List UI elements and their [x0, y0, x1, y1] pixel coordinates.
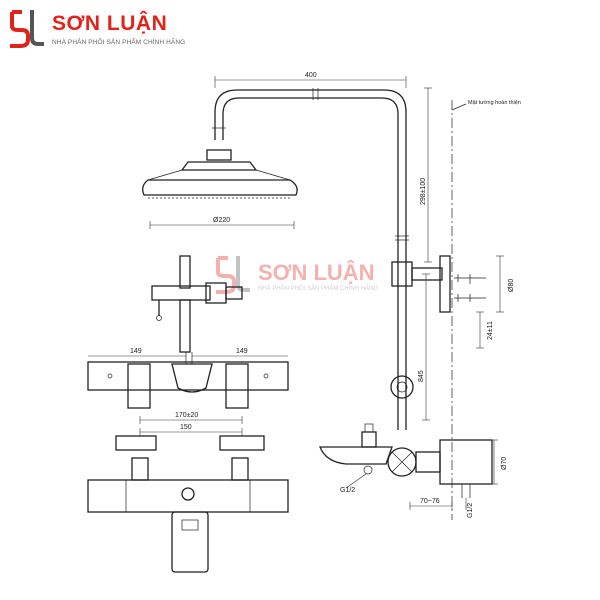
dim-diameter-80: Ø80 — [508, 279, 515, 292]
watermark-tagline: NHÀ PHÂN PHỐI SẢN PHẨM CHÍNH HÃNG — [258, 286, 379, 292]
watermark-brand-text: SƠN LUẬN — [258, 260, 375, 285]
dim-149-right: 149 — [236, 348, 248, 355]
diverter-knob — [390, 375, 414, 399]
dim-lines-right — [149, 76, 504, 510]
wall-finish-label: Mặt tường hoàn thiện — [468, 100, 521, 106]
dim-845: 845 — [418, 370, 425, 382]
mixer-body — [387, 439, 493, 498]
dim-298: 298±100 — [420, 178, 427, 205]
dim-diameter-220: Ø220 — [213, 217, 230, 224]
dim-70-76: 70~76 — [420, 498, 440, 505]
dim-24: 24±11 — [487, 321, 494, 340]
dim-170: 170±20 — [175, 412, 198, 419]
dim-400: 400 — [305, 72, 317, 79]
dim-150: 150 — [180, 424, 192, 431]
sliding-bracket — [391, 255, 486, 313]
hand-shower-holder — [151, 255, 243, 353]
dim-g12-right: G1/2 — [467, 503, 474, 518]
shower-arm — [212, 88, 409, 430]
wall-line — [451, 100, 467, 520]
dim-g12-left: G1/2 — [340, 487, 355, 494]
bath-spout — [319, 423, 393, 475]
mixer-top-view — [87, 352, 289, 409]
dim-diameter-70: Ø70 — [501, 457, 508, 470]
shower-head — [142, 149, 298, 199]
logo-mark-icon — [10, 10, 44, 48]
brand-logo: SƠN LUẬN NHÀ PHÂN PHỐI SẢN PHẨM CHÍNH HÃ… — [6, 6, 206, 54]
center-watermark: SƠN LUẬN NHÀ PHÂN PHỐI SẢN PHẨM CHÍNH HÃ… — [212, 252, 412, 302]
dim-149-left: 149 — [130, 348, 142, 355]
logo-brand-text: SƠN LUẬN — [52, 12, 168, 35]
watermark-mark-icon — [216, 256, 250, 294]
logo-tagline: NHÀ PHÂN PHỐI SẢN PHẨM CHÍNH HÃNG — [52, 39, 186, 46]
mixer-front-view — [87, 416, 289, 573]
